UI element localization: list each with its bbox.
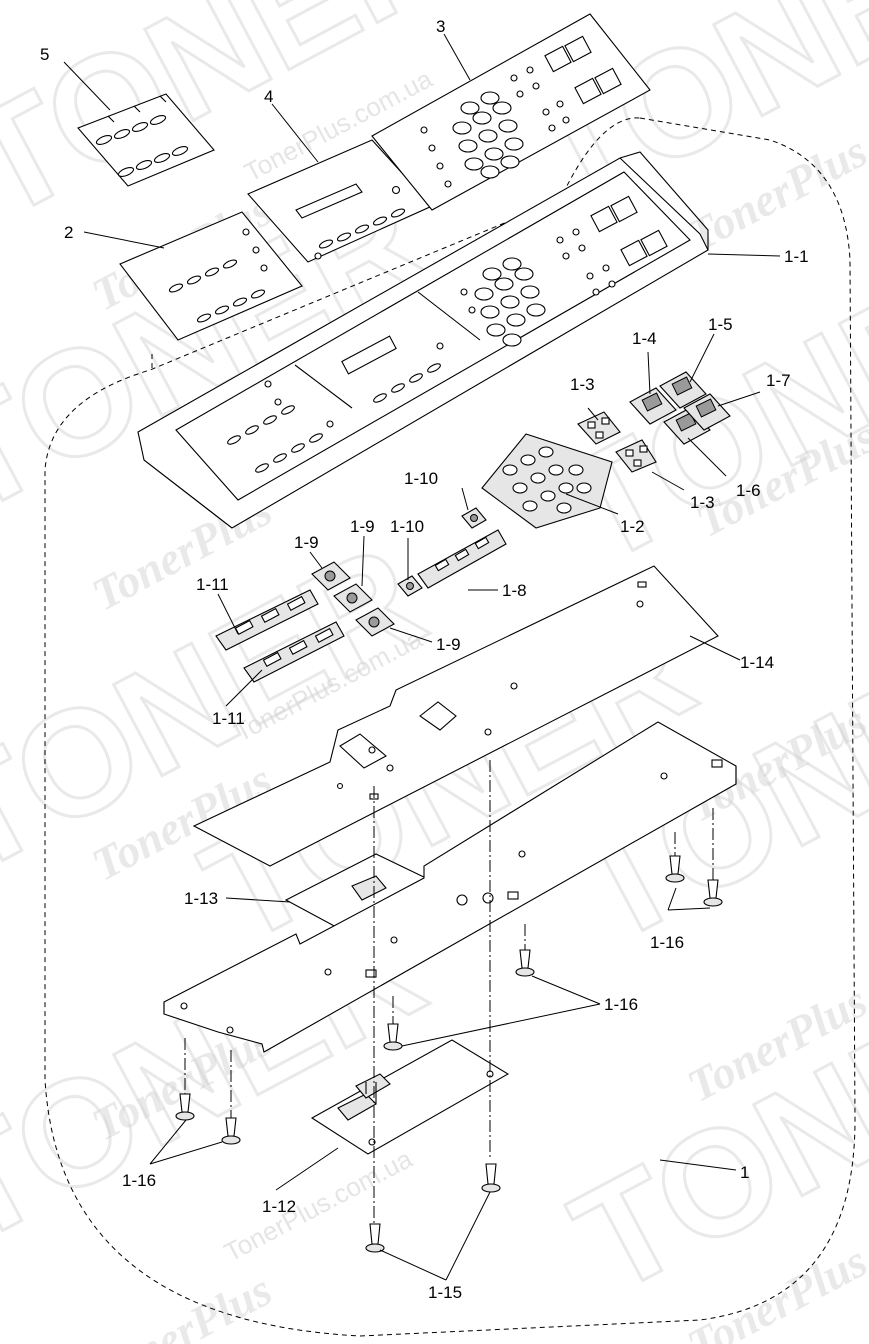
part-1-14-insulator-sheet (192, 565, 719, 867)
callout-1-1: 1-1 (784, 247, 809, 266)
callout-5: 5 (40, 45, 49, 64)
callout-1-10-b: 1-10 (390, 517, 424, 536)
part-1-5-key-module (659, 371, 707, 409)
callout-1-5: 1-5 (708, 315, 733, 334)
screw (515, 949, 535, 977)
part-1-9-key-a (311, 561, 351, 591)
callout-1-16-middle: 1-16 (604, 995, 638, 1014)
part-1-9-key-b (333, 583, 373, 613)
callout-1-16-left: 1-16 (122, 1171, 156, 1190)
part-1-4-key-module (629, 387, 677, 425)
part-1-11-key-bar-lower (243, 621, 345, 683)
callout-labels: 5 4 3 2 1-1 1-2 1-3 1-3 1-4 1-5 1-6 1-7 … (40, 17, 809, 1302)
callout-1-15: 1-15 (428, 1283, 462, 1302)
callout-4: 4 (264, 87, 273, 106)
leader-lines (63, 33, 781, 1281)
callout-1-10-a: 1-10 (404, 469, 438, 488)
watermark-script: TonerPlus (84, 1264, 280, 1344)
part-1-11-key-bar-upper (215, 589, 319, 651)
screw (221, 1117, 241, 1145)
part-2-left-sheet (119, 211, 303, 341)
callout-1-11-lower: 1-11 (212, 709, 245, 728)
part-1-1-keys (474, 257, 546, 347)
frame-plate (163, 721, 737, 1053)
callout-1-7: 1-7 (766, 371, 791, 390)
part-3-keypad-sheet (371, 13, 651, 211)
callout-1-6: 1-6 (736, 481, 761, 500)
part-1-3-key-module-upper (577, 411, 621, 445)
part-1-8-key-strip (417, 529, 507, 589)
screw (481, 1163, 501, 1193)
callout-1: 1 (740, 1163, 749, 1182)
screws (175, 855, 723, 1253)
callout-1-12: 1-12 (262, 1197, 296, 1216)
part-5-small-sheet (77, 93, 215, 187)
screw (665, 855, 685, 883)
callout-1-9-b: 1-9 (350, 517, 375, 536)
part-1-7-key-module (683, 393, 731, 431)
part-1-3-key-module-lower (615, 439, 657, 473)
callout-2: 2 (64, 223, 73, 242)
part-1-10-key-b (397, 575, 423, 597)
assembly-boundary (44, 117, 856, 1337)
screw (365, 1223, 385, 1253)
part-1-1-panel-cover (137, 151, 709, 529)
part-1-10-key-a (461, 507, 487, 529)
callout-1-8: 1-8 (502, 581, 527, 600)
callout-1-14: 1-14 (740, 653, 774, 672)
callout-1-9-a: 1-9 (294, 533, 319, 552)
part-1-9-key-c (355, 607, 395, 637)
screw (175, 1093, 195, 1121)
callout-1-3-upper: 1-3 (570, 375, 595, 394)
part-3-keys (452, 91, 524, 179)
callout-1-4: 1-4 (632, 329, 657, 348)
callout-1-2: 1-2 (620, 517, 645, 536)
callout-1-3-lower: 1-3 (690, 493, 715, 512)
callout-1-16-right: 1-16 (650, 933, 684, 952)
screw (703, 879, 723, 907)
centre-lines (184, 760, 714, 1224)
callout-1-13: 1-13 (184, 889, 218, 908)
callout-1-9-c: 1-9 (436, 635, 461, 654)
part-1-12-pcb (310, 1039, 510, 1155)
part-1-2-rubber-keypad (481, 433, 613, 529)
callout-1-11-upper: 1-11 (196, 575, 229, 594)
callout-3: 3 (436, 17, 445, 36)
screw (383, 1023, 403, 1051)
